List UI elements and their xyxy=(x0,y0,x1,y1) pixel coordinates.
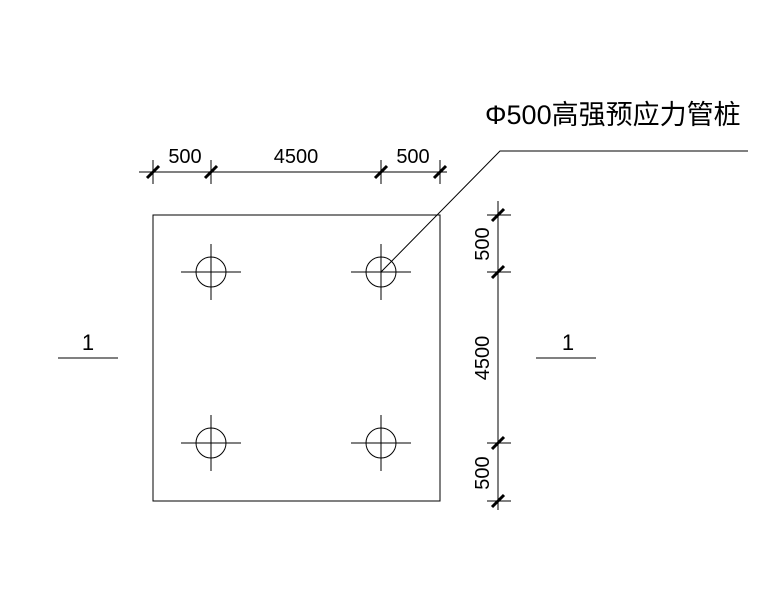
pile-label: Φ500高强预应力管桩 xyxy=(485,100,741,130)
pile-bottom-left xyxy=(181,415,241,471)
right-dimension-chain xyxy=(487,201,511,510)
pile-cap-outline xyxy=(152,214,441,502)
dim-right-top: 500 xyxy=(472,227,494,260)
dim-top-middle: 4500 xyxy=(274,146,319,168)
pile-leader-line xyxy=(380,150,748,273)
top-dimension-chain xyxy=(139,160,448,184)
dim-top-right: 500 xyxy=(396,146,429,168)
dim-right-middle: 4500 xyxy=(472,336,494,381)
dim-top-left: 500 xyxy=(168,146,201,168)
pile-top-left xyxy=(181,244,241,300)
section-mark-left-label: 1 xyxy=(82,330,94,355)
pile-bottom-right xyxy=(351,415,411,471)
section-mark-right-label: 1 xyxy=(562,330,574,355)
dim-right-bottom: 500 xyxy=(472,456,494,489)
